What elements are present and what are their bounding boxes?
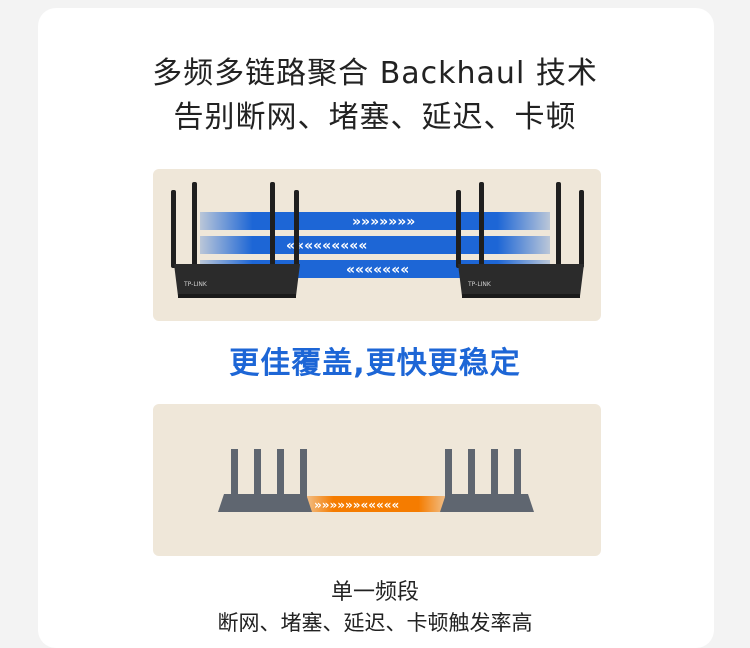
multi-link-illustration: »»»»»»» ««««««««« ««««««« TP-LINK TP-LIN… bbox=[171, 182, 584, 298]
single-band-illustration-panel bbox=[153, 404, 601, 556]
blue-link-band-2: ««««««««« bbox=[200, 236, 550, 254]
router-left-icon: TP-LINK bbox=[171, 182, 300, 298]
blue-link-band-1: »»»»»»» bbox=[200, 212, 550, 230]
router-left-logo: TP-LINK bbox=[183, 281, 208, 288]
headline-line-2: 告别断网、堵塞、延迟、卡顿 bbox=[173, 100, 577, 135]
router-right-icon: TP-LINK bbox=[456, 182, 584, 298]
orange-link-band: »»»»»»««««« bbox=[305, 496, 447, 512]
router-left-gray-icon bbox=[218, 449, 312, 512]
caption-line-1: 单一频段 bbox=[330, 580, 419, 605]
single-band-illustration: »»»»»»««««« bbox=[218, 449, 534, 512]
router-right-gray-icon bbox=[440, 449, 534, 512]
svg-text:«««««««««: ««««««««« bbox=[286, 238, 367, 254]
caption-line-2: 断网、堵塞、延迟、卡顿触发率高 bbox=[217, 611, 533, 635]
svg-text:«««««««: ««««««« bbox=[346, 262, 409, 278]
svg-text:»»»»»»«««««: »»»»»»««««« bbox=[314, 498, 399, 512]
svg-text:»»»»»»»: »»»»»»» bbox=[352, 214, 415, 230]
router-right-logo: TP-LINK bbox=[467, 281, 492, 288]
headline-line-1: 多频多链路聚合 Backhaul 技术 bbox=[152, 56, 598, 91]
subheadline: 更佳覆盖,更快更稳定 bbox=[229, 346, 521, 381]
